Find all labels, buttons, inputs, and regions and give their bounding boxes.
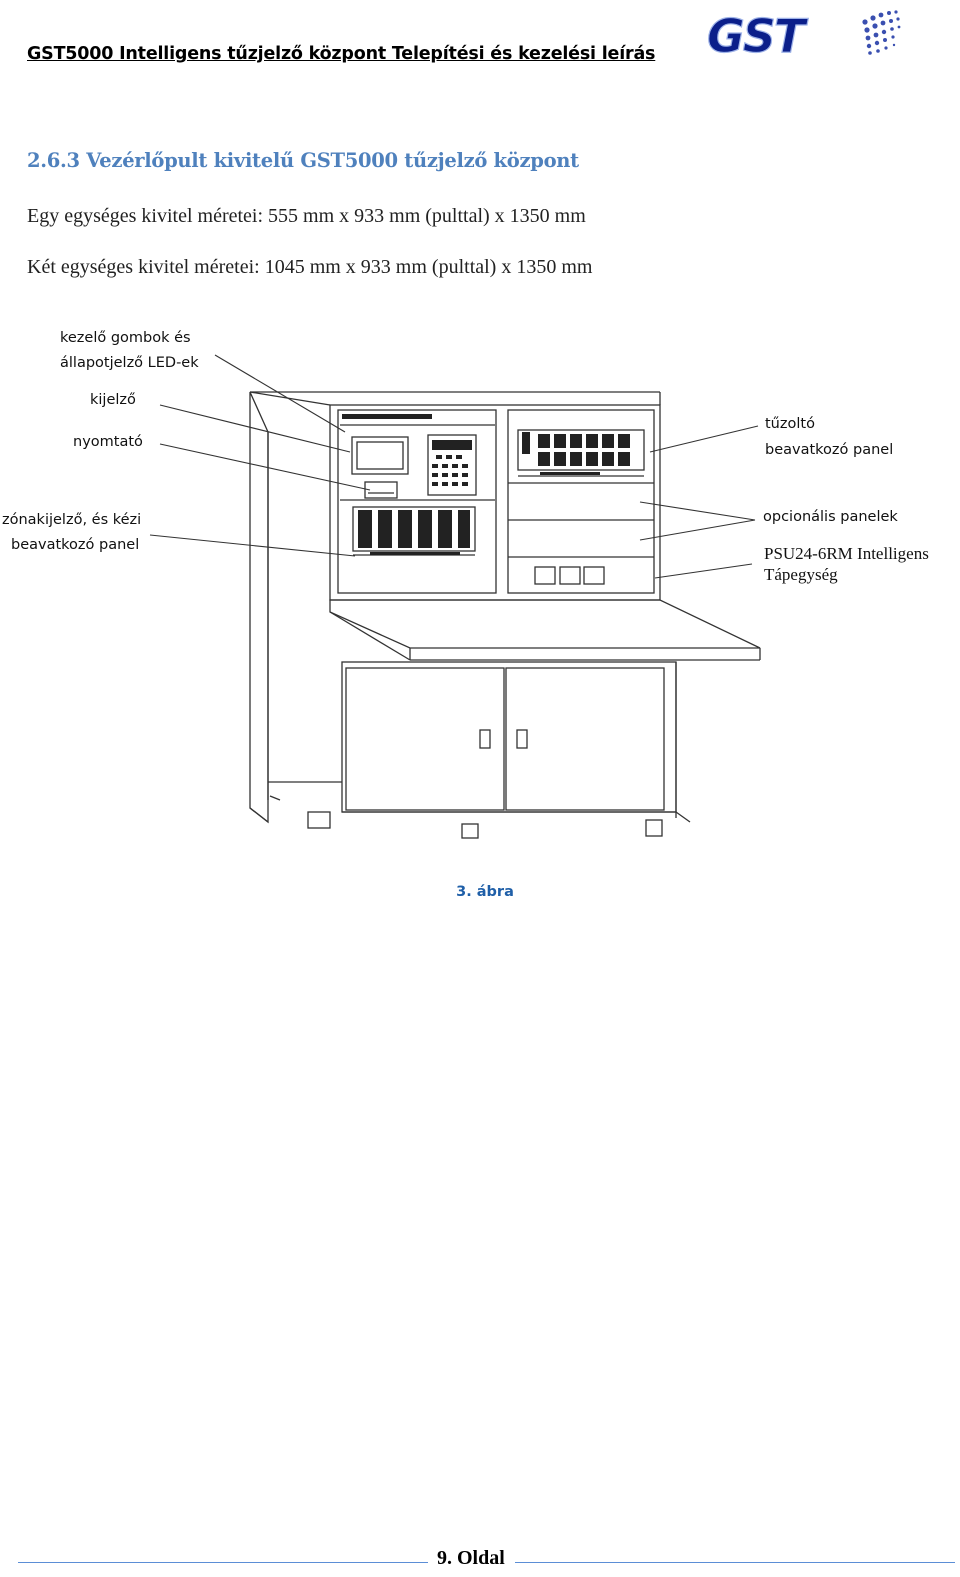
label-fire-brigade-line1: tűzoltó xyxy=(765,416,815,432)
footer-rule-right xyxy=(515,1562,955,1563)
dimension-line-double: Két egységes kivitel méretei: 1045 mm x … xyxy=(27,256,593,278)
dimension-line-single: Egy egységes kivitel méretei: 555 mm x 9… xyxy=(27,205,586,227)
label-zone-panel-line1: zónakijelző, és kézi xyxy=(2,512,142,528)
label-optional-panels: opcionális panelek xyxy=(763,509,898,525)
svg-text:GST: GST xyxy=(707,9,809,60)
figure-caption: 3. ábra xyxy=(456,884,514,900)
gst-logo: GST xyxy=(706,8,901,60)
document-header-title: GST5000 Intelligens tűzjelző központ Tel… xyxy=(27,44,656,64)
control-desk-drawing xyxy=(149,354,761,839)
section-heading: 2.6.3 Vezérlőpult kivitelű GST5000 tűzje… xyxy=(27,149,579,172)
label-zone-panel-line2: beavatkozó panel xyxy=(11,537,140,553)
label-psu-line1: PSU24-6RM Intelligens xyxy=(764,544,929,563)
label-printer: nyomtató xyxy=(73,434,143,450)
label-fire-brigade-line2: beavatkozó panel xyxy=(765,442,894,458)
footer-rule-left xyxy=(18,1562,428,1563)
page-number: 9. Oldal xyxy=(437,1547,505,1569)
label-psu-line2: Tápegység xyxy=(764,565,838,584)
label-display: kijelző xyxy=(90,392,136,408)
label-buttons-leds-line1: kezelő gombok és xyxy=(60,330,191,346)
label-buttons-leds-line2: állapotjelző LED-ek xyxy=(60,355,199,371)
